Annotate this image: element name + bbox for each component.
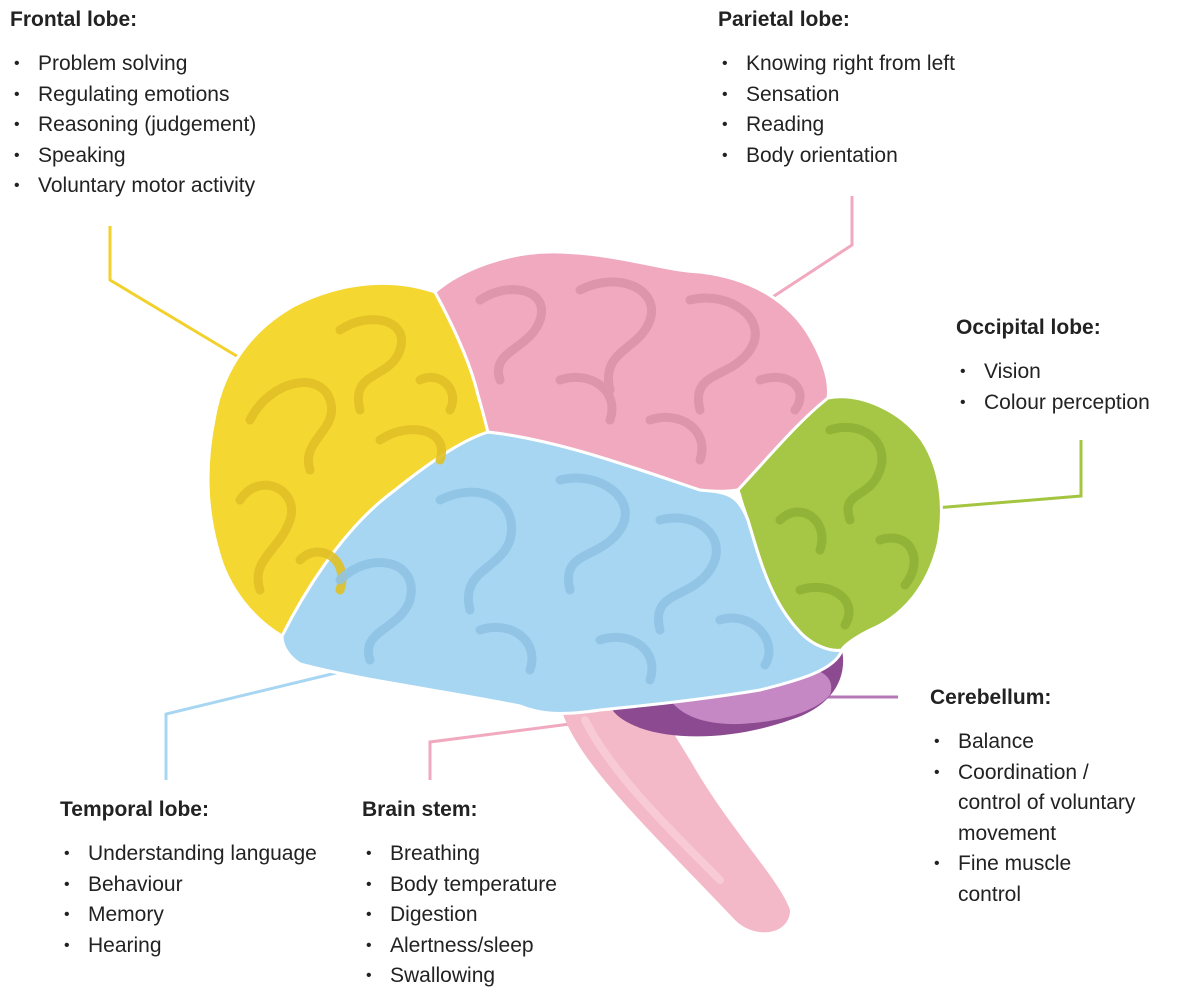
list-item: Reasoning (judgement)	[10, 110, 340, 141]
list-item: Swallowing	[362, 961, 622, 992]
brain-stem-label: Brain stem: Breathing Body temperature D…	[362, 798, 622, 992]
list-item: Knowing right from left	[718, 49, 1038, 80]
list-item: Regulating emotions	[10, 80, 340, 111]
temporal-lobe-functions: Understanding language Behaviour Memory …	[60, 839, 320, 961]
list-item: Hearing	[60, 931, 320, 962]
frontal-lobe-label: Frontal lobe: Problem solving Regulating…	[10, 8, 340, 202]
list-item: Breathing	[362, 839, 622, 870]
list-item: Body orientation	[718, 141, 1038, 172]
brain-stem-functions: Breathing Body temperature Digestion Ale…	[362, 839, 622, 992]
list-item: Vision	[956, 357, 1201, 388]
parietal-lobe-functions: Knowing right from left Sensation Readin…	[718, 49, 1038, 171]
list-item: Speaking	[10, 141, 340, 172]
list-item: Body temperature	[362, 870, 622, 901]
temporal-lobe-title: Temporal lobe:	[60, 798, 320, 822]
list-item: Coordination / control of voluntary move…	[930, 758, 1140, 850]
list-item: Reading	[718, 110, 1038, 141]
list-item: Understanding language	[60, 839, 320, 870]
cerebellum-label: Cerebellum: Balance Coordination / contr…	[930, 686, 1140, 910]
frontal-lobe-functions: Problem solving Regulating emotions Reas…	[10, 49, 340, 202]
cerebellum-title: Cerebellum:	[930, 686, 1140, 710]
occipital-lobe-title: Occipital lobe:	[956, 316, 1201, 340]
parietal-lobe-label: Parietal lobe: Knowing right from left S…	[718, 8, 1038, 171]
list-item: Balance	[930, 727, 1140, 758]
list-item: Digestion	[362, 900, 622, 931]
list-item: Colour perception	[956, 388, 1201, 419]
list-item: Fine muscle control	[930, 849, 1140, 910]
list-item: Behaviour	[60, 870, 320, 901]
frontal-leader-line	[110, 226, 240, 358]
parietal-leader-line	[765, 196, 852, 302]
list-item: Problem solving	[10, 49, 340, 80]
list-item: Memory	[60, 900, 320, 931]
occipital-lobe-functions: Vision Colour perception	[956, 357, 1201, 418]
cerebellum-functions: Balance Coordination / control of volunt…	[930, 727, 1140, 910]
temporal-lobe-label: Temporal lobe: Understanding language Be…	[60, 798, 320, 961]
list-item: Alertness/sleep	[362, 931, 622, 962]
brain-stem-title: Brain stem:	[362, 798, 622, 822]
parietal-lobe-title: Parietal lobe:	[718, 8, 1038, 32]
frontal-lobe-title: Frontal lobe:	[10, 8, 340, 32]
stem-leader-line	[430, 724, 570, 780]
occipital-leader-line	[935, 440, 1081, 508]
list-item: Voluntary motor activity	[10, 171, 340, 202]
temporal-leader-line	[166, 672, 340, 780]
list-item: Sensation	[718, 80, 1038, 111]
occipital-lobe-label: Occipital lobe: Vision Colour perception	[956, 316, 1201, 418]
